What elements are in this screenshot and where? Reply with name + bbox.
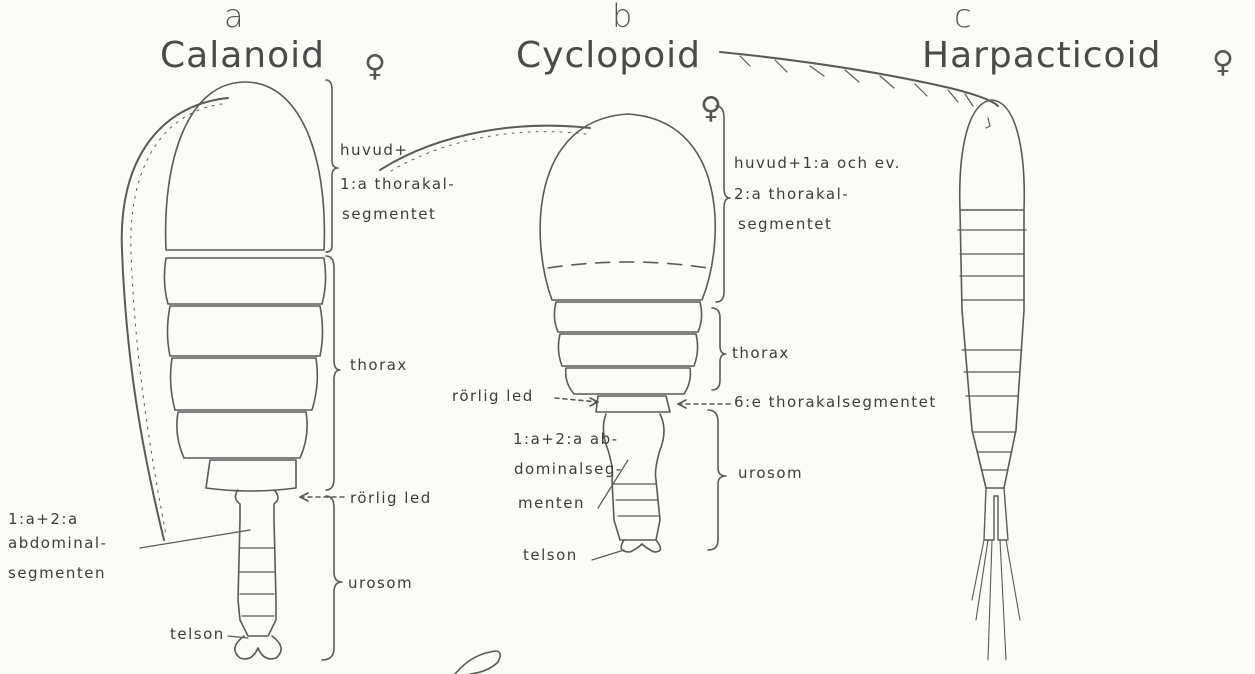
panel-c-title: Harpacticoid <box>922 38 1161 74</box>
harpacticoid-cephalosome <box>960 100 1024 210</box>
calanoid-label-abdomen-2: abdominal- <box>8 536 107 551</box>
calanoid-bracket-head <box>326 80 338 252</box>
cyclopoid-antenna <box>380 126 590 170</box>
calanoid-label-head: huvud+ <box>340 143 409 158</box>
cyclopoid-bracket-thorax <box>712 308 726 390</box>
cyclopoid-label-sixth: 6:e thorakalsegmentet <box>734 395 937 410</box>
calanoid-thorax-segment-4 <box>177 412 307 458</box>
cyclopoid-telson-leader <box>592 550 624 560</box>
cyclopoid-label-abdomen-1: 1:a+2:a ab- <box>513 432 619 447</box>
panel-c-female-symbol: ♀ <box>1212 48 1234 78</box>
cyclopoid-label-head-1: huvud+1:a och ev. <box>734 156 901 171</box>
calanoid-urosome <box>235 490 278 636</box>
calanoid-thorax-segment-5 <box>206 460 296 491</box>
harpacticoid-mark <box>986 118 990 128</box>
cyclopoid-sixth-segment <box>596 396 670 412</box>
calanoid-bracket-urosome <box>322 496 342 660</box>
calanoid-label-abdomen-1: 1:a+2:a <box>8 512 79 527</box>
cyclopoid-label-thorax: thorax <box>732 346 790 361</box>
cyclopoid-telson <box>621 540 660 552</box>
calanoid-label-joint: rörlig led <box>350 491 432 506</box>
scribble-mark <box>455 651 500 674</box>
calanoid-label-segment-2: segmentet <box>342 207 436 222</box>
panel-a-title: Calanoid <box>160 38 325 74</box>
calanoid-bracket-thorax <box>326 256 340 490</box>
cyclopoid-label-telson: telson <box>523 548 578 563</box>
calanoid-telson-leader <box>228 636 248 638</box>
cyclopoid-bracket-urosome <box>708 410 726 550</box>
calanoid-antenna <box>122 98 228 540</box>
calanoid-label-thorax: thorax <box>350 358 408 373</box>
calanoid-thorax-segment-2 <box>168 306 323 356</box>
cyclopoid-label-urosome: urosom <box>738 466 803 481</box>
harpacticoid-setae <box>972 540 1020 660</box>
calanoid-label-segment-1: 1:a thorakal- <box>340 177 455 192</box>
panel-a-letter: a <box>224 0 244 32</box>
calanoid-telson <box>235 636 281 659</box>
cyclopoid-antenna-inner <box>386 132 586 174</box>
calanoid-thorax-segment-3 <box>171 358 318 410</box>
cyclopoid-cephalosome <box>540 114 715 300</box>
cyclopoid-cephalosome-line <box>548 262 708 268</box>
cyclopoid-bracket-head <box>716 106 730 302</box>
calanoid-thorax-segment-1 <box>164 258 325 304</box>
cyclopoid-label-head-3: segmentet <box>738 217 832 232</box>
calanoid-drawing <box>122 80 345 660</box>
panel-a-female-symbol: ♀ <box>364 52 386 82</box>
cyclopoid-label-abdomen-3: menten <box>518 496 585 511</box>
harpacticoid-body <box>960 210 1024 488</box>
panel-b-title: Cyclopoid <box>516 38 701 74</box>
cyclopoid-label-head-2: 2:a thorakal- <box>734 187 849 202</box>
cyclopoid-label-abdomen-2: dominalseg- <box>514 462 623 477</box>
cyclopoid-thorax-segment-1 <box>554 302 701 332</box>
calanoid-label-urosome: urosom <box>348 576 413 591</box>
panel-b-female-symbol: ♀ <box>700 94 722 124</box>
calanoid-label-abdomen-3: segmenten <box>8 566 106 581</box>
cyclopoid-thorax-segment-2 <box>558 334 697 366</box>
panel-c-letter: c <box>954 0 972 32</box>
cyclopoid-label-joint: rörlig led <box>452 389 534 404</box>
harpacticoid-furca <box>984 488 1008 540</box>
cyclopoid-thorax-segment-3 <box>566 368 691 394</box>
calanoid-label-telson: telson <box>170 627 225 642</box>
calanoid-abdomen-leader <box>140 530 250 548</box>
panel-b-letter: b <box>612 0 632 32</box>
